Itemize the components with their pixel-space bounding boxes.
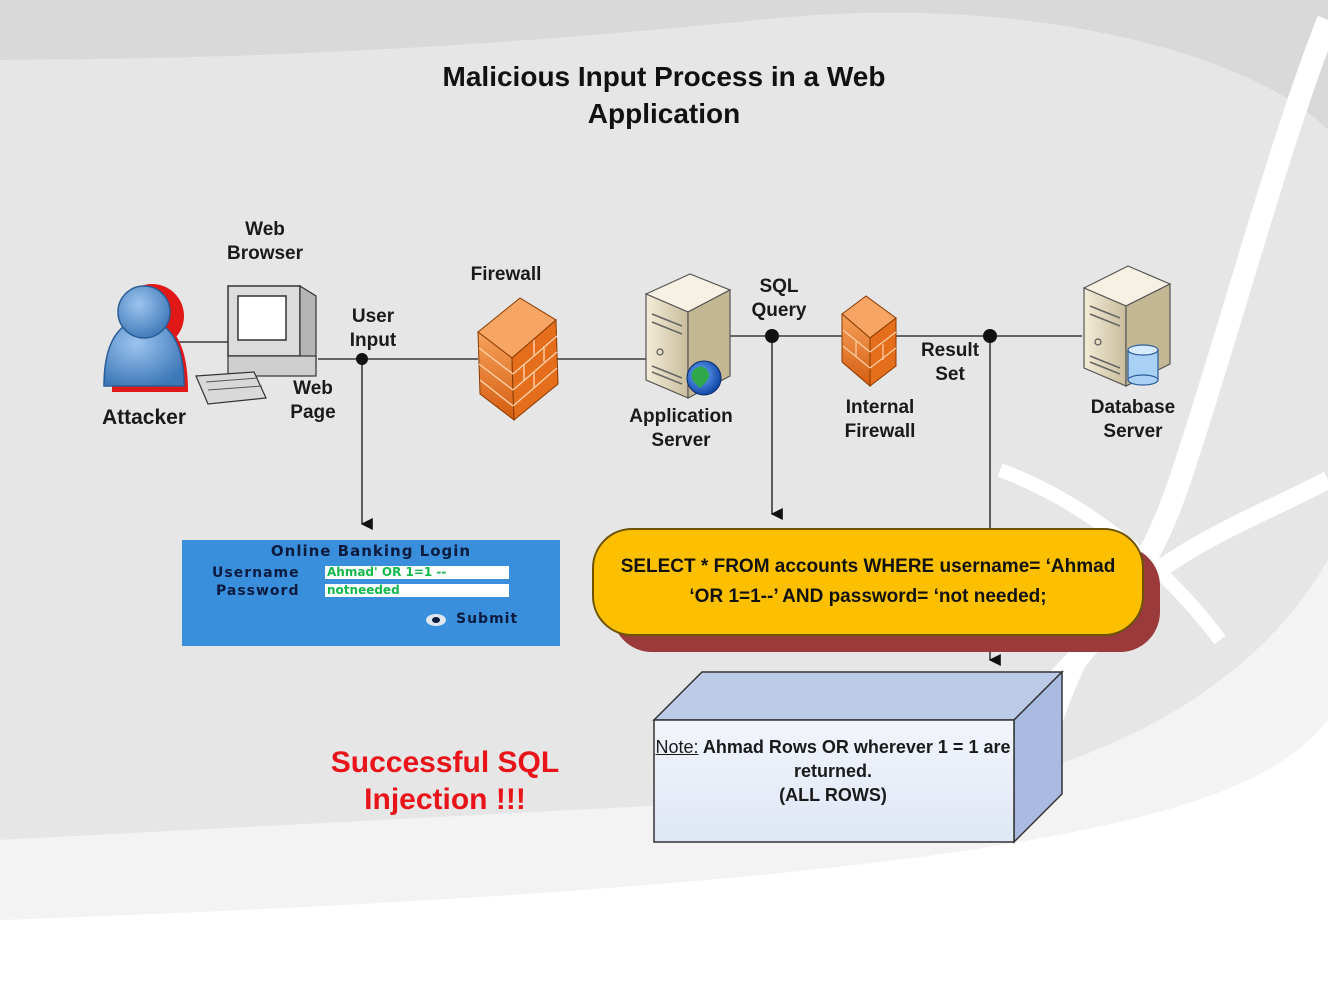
note-box — [652, 670, 1064, 844]
diagram-title-line2: Application — [587, 98, 741, 129]
note-text: Note: Ahmad Rows OR wherever 1 = 1 are r… — [652, 735, 1014, 807]
user-input-label-line1: User — [351, 306, 395, 327]
password-label: Password — [216, 583, 300, 599]
result-message: Successful SQL Injection !!! — [300, 744, 590, 818]
web-page-label-line2: Page — [290, 402, 336, 423]
submit-radio-icon[interactable] — [426, 614, 446, 626]
sql-query-label-line1: SQL — [759, 276, 799, 297]
result-message-line1: Successful SQL — [330, 746, 560, 779]
login-form-title: Online Banking Login — [270, 542, 472, 560]
internal-firewall-label-line1: Internal — [845, 397, 915, 418]
database-server-icon — [1082, 265, 1172, 387]
internal-firewall-label: Internal Firewall — [820, 396, 940, 444]
web-browser-label-line2: Browser — [226, 243, 304, 264]
note-body: Ahmad Rows OR wherever 1 = 1 are returne… — [702, 737, 1011, 781]
result-set-label-line2: Set — [935, 364, 965, 385]
note-emphasis: (ALL ROWS) — [779, 785, 887, 805]
internal-firewall-label-line2: Firewall — [844, 421, 916, 442]
application-server-label: Application Server — [611, 405, 751, 453]
password-field[interactable]: notneeded — [325, 584, 509, 597]
attacker-icon — [103, 284, 188, 392]
firewall-icon — [477, 297, 559, 422]
sql-statement: SELECT * FROM accounts WHERE username= ‘… — [620, 556, 1116, 607]
web-browser-label: Web Browser — [205, 218, 325, 266]
result-set-label-line1: Result — [920, 340, 980, 361]
application-server-label-line2: Server — [651, 430, 711, 451]
user-input-label-line2: Input — [349, 330, 397, 351]
result-message-line2: Injection !!! — [364, 783, 526, 816]
username-field[interactable]: Ahmad' OR 1=1 -- — [325, 566, 509, 579]
submit-button-label[interactable]: Submit — [456, 611, 519, 627]
result-set-label: Result Set — [905, 339, 995, 387]
web-browser-label-line1: Web — [245, 219, 285, 240]
user-input-label: User Input — [328, 305, 418, 353]
internal-firewall-icon — [841, 295, 897, 388]
database-server-label-line1: Database — [1090, 397, 1176, 418]
note-label: Note: — [655, 737, 699, 757]
database-server-label: Database Server — [1068, 396, 1198, 444]
application-server-icon — [644, 273, 732, 399]
sql-query-label: SQL Query — [734, 275, 824, 323]
username-label: Username — [212, 565, 300, 581]
database-server-label-line2: Server — [1103, 421, 1163, 442]
firewall-label: Firewall — [470, 264, 542, 285]
computer-icon — [195, 284, 317, 405]
application-server-label-line1: Application — [629, 406, 733, 427]
junction-dots — [356, 329, 997, 365]
sql-statement-box: SELECT * FROM accounts WHERE username= ‘… — [592, 528, 1144, 636]
attacker-label: Attacker — [101, 406, 187, 429]
diagram-title-line1: Malicious Input Process in a Web — [442, 61, 886, 92]
sql-query-label-line2: Query — [751, 300, 807, 321]
login-form-panel: Online Banking Login Username Ahmad' OR … — [182, 540, 560, 646]
web-page-label-line1: Web — [293, 378, 333, 399]
web-page-label: Web Page — [268, 377, 358, 425]
